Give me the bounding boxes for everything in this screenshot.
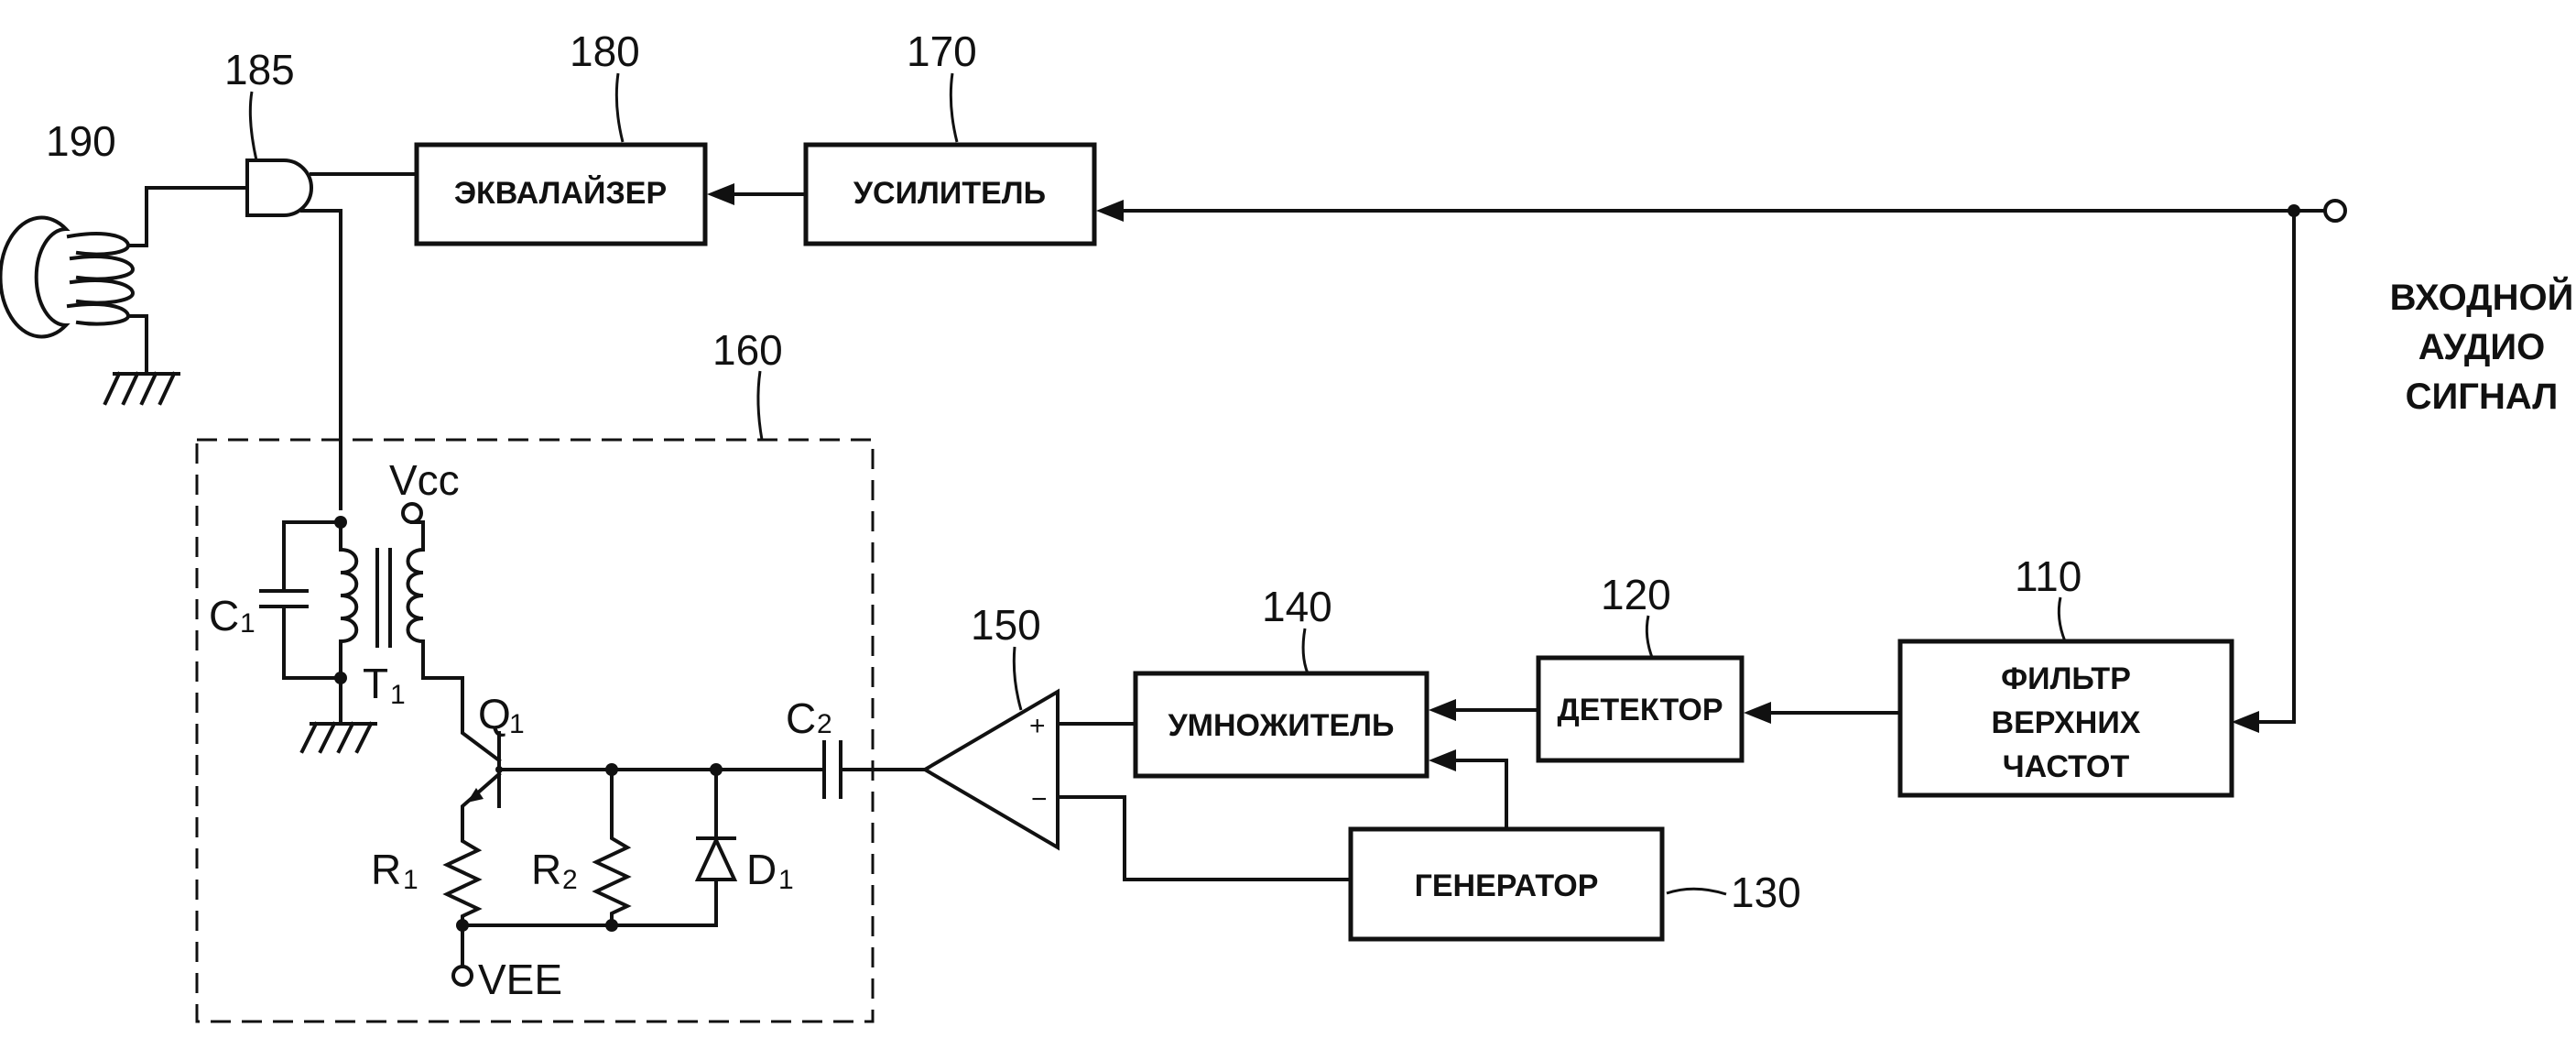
wire-generator-opamp-minus bbox=[1058, 797, 1351, 880]
speaker-190 bbox=[0, 188, 212, 403]
amplifier-label: УСИЛИТЕЛЬ bbox=[853, 176, 1046, 211]
arrow-to-multiplier-b bbox=[1429, 749, 1456, 771]
input-label-line1: ВХОДНОЙ bbox=[2390, 276, 2574, 318]
label-q1: Q bbox=[478, 690, 511, 738]
equalizer-label: ЭКВАЛАЙЗЕР bbox=[454, 175, 667, 211]
label-c1: C bbox=[209, 592, 239, 639]
label-d1: D bbox=[746, 846, 777, 893]
opamp-plus: + bbox=[1029, 711, 1046, 741]
vcc-terminal bbox=[403, 504, 421, 522]
leader-170 bbox=[951, 73, 957, 142]
ref-180: 180 bbox=[570, 27, 640, 75]
leader-160 bbox=[758, 371, 762, 440]
label-d1-sub: 1 bbox=[778, 865, 794, 895]
ref-120: 120 bbox=[1601, 571, 1671, 618]
arrow-to-amplifier bbox=[1096, 200, 1124, 222]
label-c2: C bbox=[786, 694, 816, 742]
resistor-r2 bbox=[596, 770, 627, 925]
wire-input-hpf bbox=[2248, 211, 2294, 722]
label-vee: VEE bbox=[478, 956, 562, 1003]
detector-label: ДЕТЕКТОР bbox=[1558, 693, 1723, 727]
input-label-line2: АУДИО bbox=[2418, 327, 2546, 367]
ref-160: 160 bbox=[712, 326, 783, 374]
junction-bottom-r2 bbox=[605, 919, 618, 932]
label-r1-sub: 1 bbox=[403, 865, 418, 895]
leader-120 bbox=[1647, 616, 1653, 660]
transistor-q1 bbox=[462, 724, 503, 829]
arrow-to-equalizer bbox=[707, 183, 734, 205]
leader-110 bbox=[2059, 597, 2065, 641]
label-t1: T bbox=[363, 660, 388, 707]
ref-140: 140 bbox=[1262, 583, 1332, 630]
label-vcc: Vcc bbox=[389, 456, 460, 504]
generator-label: ГЕНЕРАТОР bbox=[1415, 869, 1599, 903]
mixer-gate-185 bbox=[212, 160, 417, 508]
oscillator-block-160 bbox=[197, 440, 873, 1022]
comparator-150: + − bbox=[925, 692, 1136, 847]
leader-130 bbox=[1667, 889, 1726, 894]
vee-terminal bbox=[453, 967, 472, 985]
arrow-to-hpf bbox=[2232, 711, 2259, 733]
label-c1-sub: 1 bbox=[240, 608, 255, 639]
opamp-minus: − bbox=[1031, 784, 1048, 814]
lc-tank bbox=[261, 516, 375, 751]
input-terminal[interactable] bbox=[2325, 201, 2345, 221]
hpf-label-line3: ЧАСТОТ bbox=[2003, 749, 2130, 784]
input-label-line3: СИГНАЛ bbox=[2406, 377, 2559, 417]
ref-190: 190 bbox=[46, 117, 116, 165]
diode-d1 bbox=[698, 770, 734, 925]
ref-130: 130 bbox=[1731, 869, 1801, 916]
leader-150 bbox=[1014, 647, 1021, 710]
label-q1-sub: 1 bbox=[509, 709, 525, 739]
ref-150: 150 bbox=[971, 601, 1041, 649]
hpf-label-line2: ВЕРХНИХ bbox=[1992, 705, 2141, 740]
label-c2-sub: 2 bbox=[817, 709, 832, 739]
label-t1-sub: 1 bbox=[390, 680, 406, 710]
multiplier-label: УМНОЖИТЕЛЬ bbox=[1168, 708, 1395, 743]
ref-110: 110 bbox=[2015, 552, 2081, 600]
wire-generator-multiplier bbox=[1445, 760, 1506, 829]
leader-180 bbox=[616, 73, 623, 142]
leader-140 bbox=[1303, 628, 1308, 673]
label-r2-sub: 2 bbox=[562, 865, 578, 895]
ref-185: 185 bbox=[224, 46, 295, 93]
label-r2: R bbox=[531, 846, 561, 893]
ref-170: 170 bbox=[907, 27, 977, 75]
arrow-to-multiplier-a bbox=[1429, 699, 1456, 721]
leader-185 bbox=[250, 92, 256, 160]
arrow-to-detector bbox=[1744, 702, 1771, 724]
hpf-label-line1: ФИЛЬТР bbox=[2001, 661, 2131, 696]
label-r1: R bbox=[371, 846, 401, 893]
